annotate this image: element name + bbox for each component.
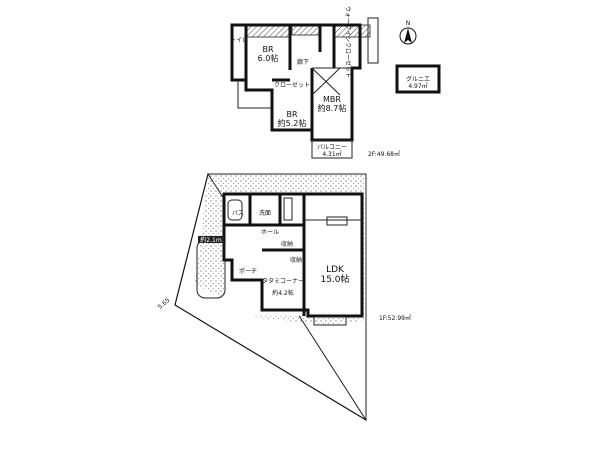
- balcony: [311, 139, 353, 159]
- first-floor-site: LDK 15.0帖 タタミコーナー 約4.2帖 ホール 収納 収納 バス 洗面 …: [157, 173, 411, 422]
- balcony-area: 4.31㎡: [322, 150, 341, 158]
- second-floor: BR 6.0帖 BR 約5.2帖 MBR 約8.7帖 クローゼット ウォークイン…: [230, 6, 441, 159]
- north-compass-icon: N: [399, 20, 417, 45]
- ldk-label: LDK: [326, 265, 345, 275]
- deck: [313, 316, 347, 326]
- loft-area: 4.97㎡: [408, 82, 427, 90]
- tatami-label: タタミコーナー: [262, 277, 304, 285]
- storage-label: 収納: [281, 240, 293, 248]
- parking-dimension-box: [198, 236, 224, 243]
- room-label: BR: [262, 45, 273, 54]
- storage2-label: 収納: [290, 256, 302, 264]
- bathtub: [227, 199, 243, 221]
- room-label: MBR: [323, 95, 341, 104]
- balcony-label: バルコニー: [317, 144, 347, 151]
- loft-box: [395, 64, 441, 94]
- hall-label: 廊下: [297, 58, 309, 66]
- roof-outline: [237, 80, 272, 109]
- room-size: 6.0帖: [258, 53, 279, 63]
- walkin-label: ウォークインクローゼット: [344, 6, 352, 78]
- loft-label: グルニエ: [406, 75, 430, 83]
- parking-label: 約2.1m: [200, 236, 222, 244]
- kitchen-counter: [326, 216, 348, 226]
- wc-label: トイレ: [230, 37, 248, 44]
- closet-label: クローゼット: [274, 81, 310, 89]
- stairs: [283, 197, 293, 221]
- compass-label: N: [406, 20, 411, 27]
- room-size: 約8.7帖: [318, 103, 347, 113]
- bath-label: バス: [232, 210, 244, 217]
- 1f-area: 1F:52.99㎡: [379, 314, 411, 322]
- tatami-size: 約4.2帖: [272, 289, 294, 297]
- hall-label: ホール: [261, 229, 279, 236]
- trellis: [367, 17, 379, 64]
- 2f-area: 2F:49.68㎡: [368, 150, 400, 158]
- hatch-area: [244, 24, 291, 38]
- road-width: 5.65: [157, 297, 172, 311]
- ldk-size: 15.0帖: [320, 273, 349, 285]
- washroom-label: 洗面: [259, 209, 271, 217]
- porch-label: ポーチ: [239, 267, 257, 275]
- hatch-area: [334, 24, 371, 38]
- room-size: 約5.2帖: [278, 118, 307, 128]
- room-label: BR: [286, 110, 297, 119]
